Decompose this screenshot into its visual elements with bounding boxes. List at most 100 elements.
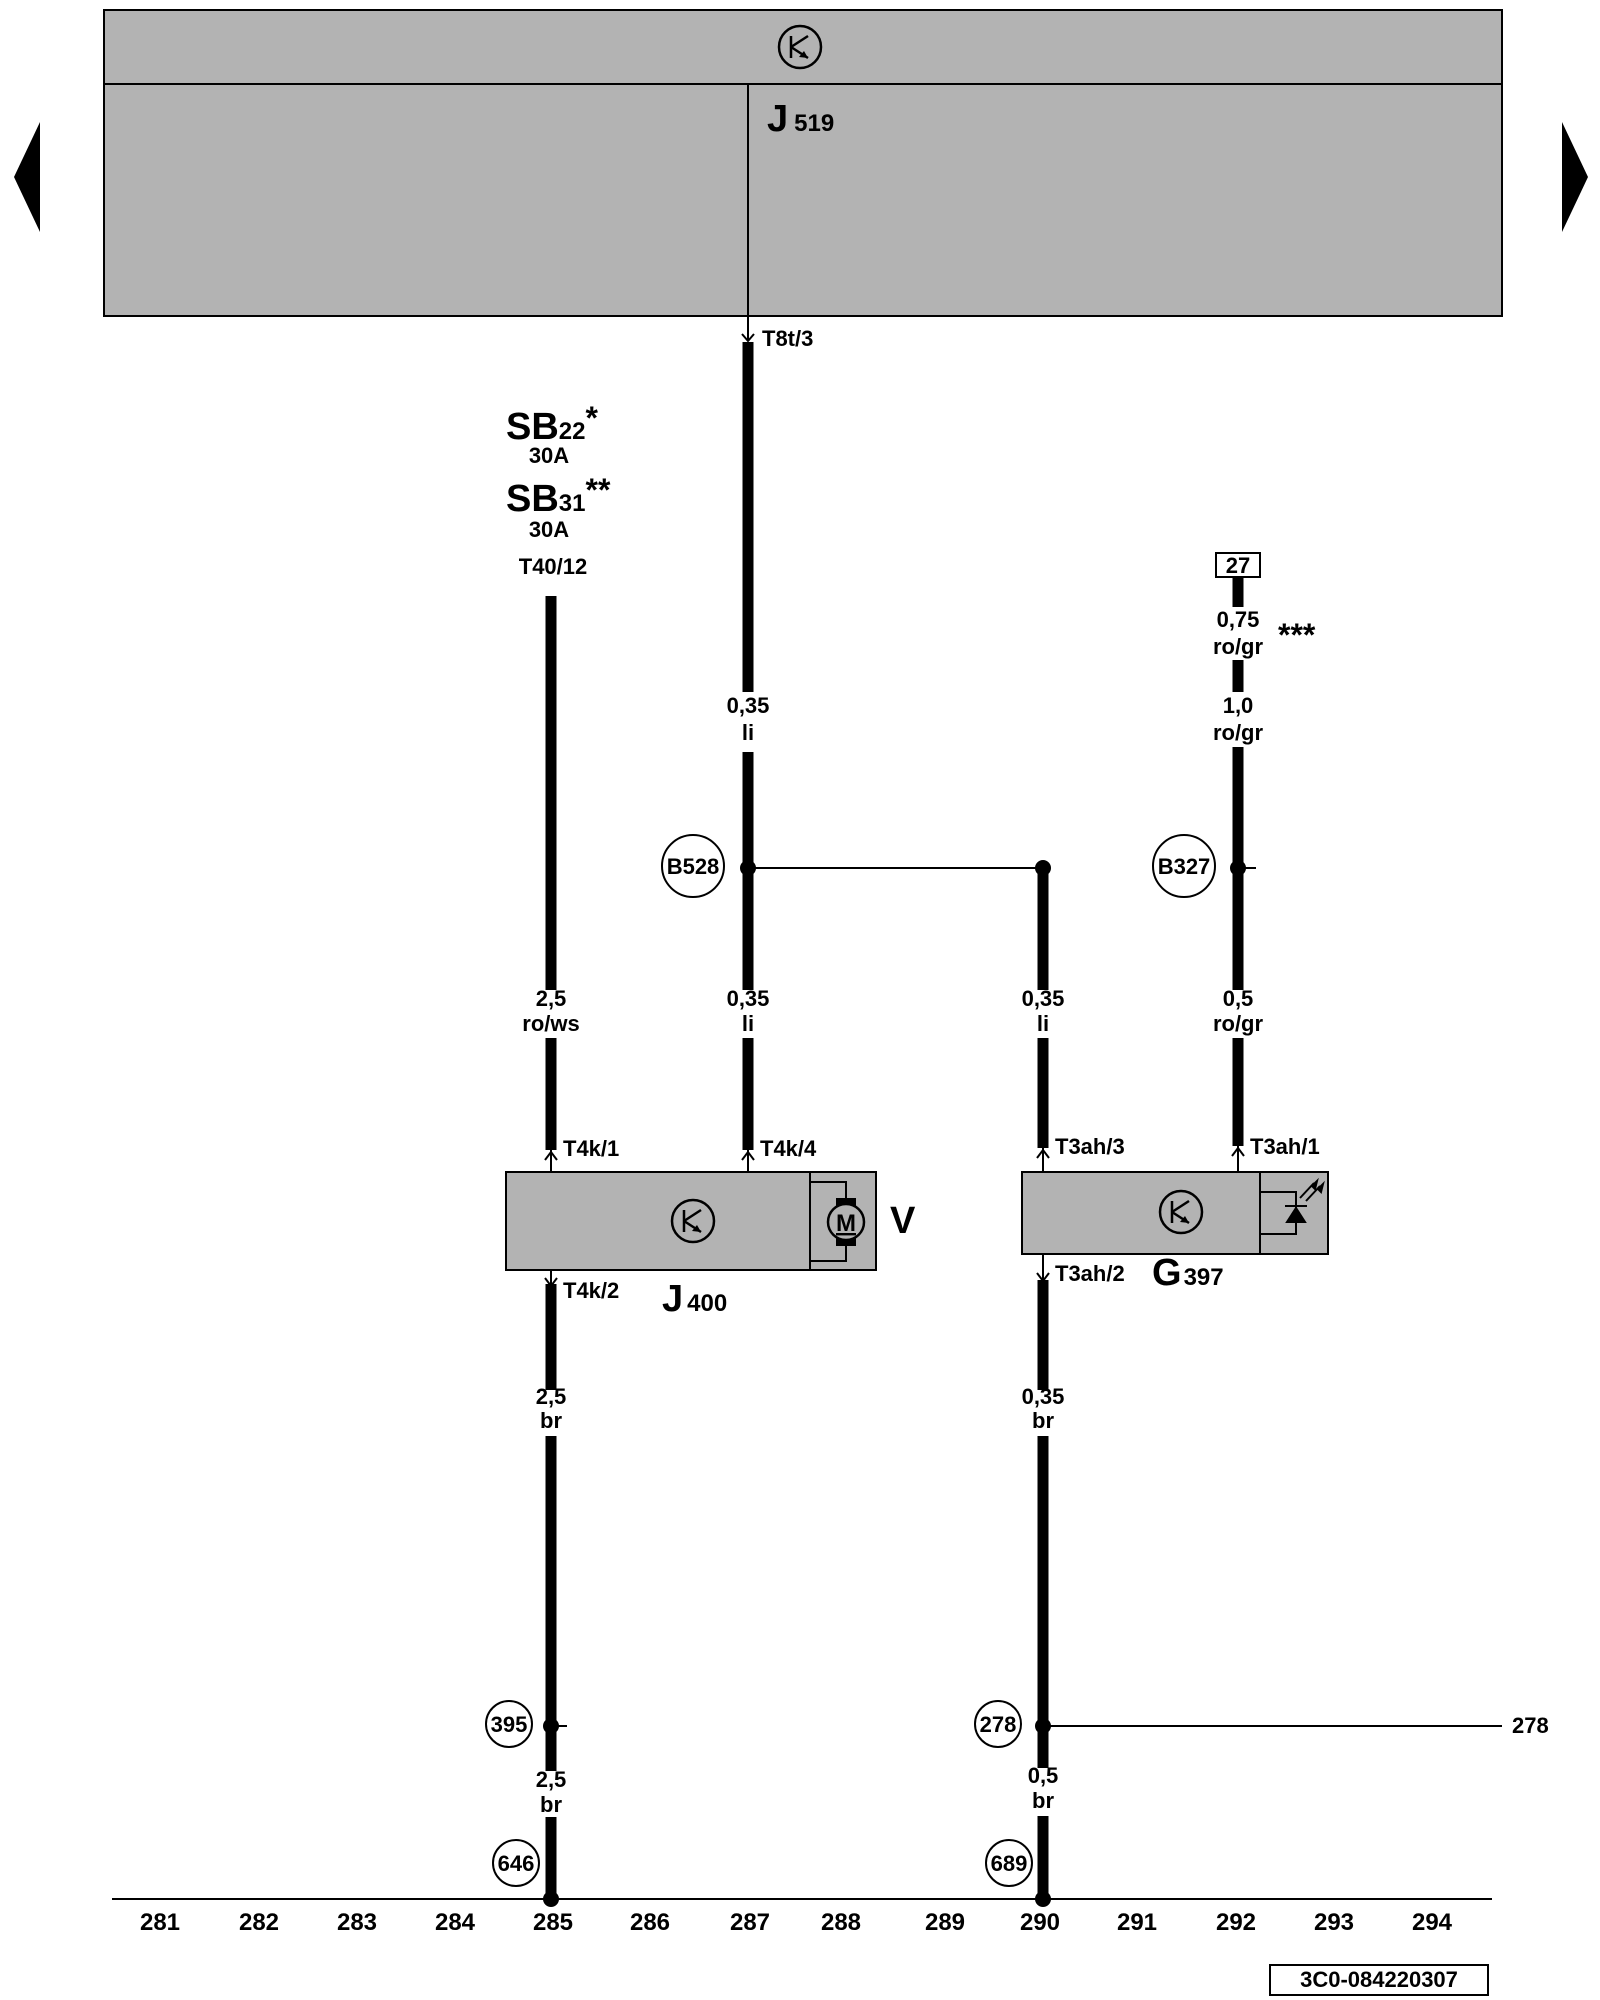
continuation-reference[interactable]: 278 [1512, 1713, 1549, 1738]
wire-label-feed-mid: 1,0 ro/gr [1210, 692, 1266, 747]
prev-page-arrow-icon[interactable] [14, 122, 40, 232]
junction-dot-689 [1035, 1891, 1051, 1907]
column-number: 287 [730, 1909, 770, 1936]
svg-text:B528: B528 [667, 854, 720, 879]
junction-689[interactable]: 689 [985, 1839, 1033, 1887]
svg-text:27: 27 [1226, 553, 1250, 578]
connector-t4k2: T4k/2 [563, 1278, 619, 1303]
fuse-sb31-label: SB31** [506, 472, 611, 520]
fuse-connector: T40/12 [519, 554, 588, 579]
control-unit-symbol-icon [777, 24, 823, 70]
svg-text:0,35: 0,35 [727, 693, 770, 718]
column-number: 289 [925, 1909, 965, 1936]
column-number: 285 [533, 1909, 573, 1936]
junction-dot-b528 [740, 860, 756, 876]
connector-arrow-icon [741, 327, 755, 343]
column-number: 288 [821, 1909, 861, 1936]
g397-label: G397 [1152, 1252, 1224, 1294]
component-j400: M [505, 1171, 877, 1271]
column-number: 283 [337, 1909, 377, 1936]
junction-dot-646 [543, 1891, 559, 1907]
fuse-sb31-rating: 30A [529, 517, 569, 542]
junction-dot-290 [1035, 860, 1051, 876]
wire-label-bus-right-low: 0,35 li [1022, 986, 1065, 1038]
column-number: 293 [1314, 1909, 1354, 1936]
photodiode-icon [1260, 1177, 1325, 1235]
wire-label-ground-right-lower: 0,5 br [1022, 1763, 1064, 1816]
connector-t3ah3: T3ah/3 [1055, 1134, 1125, 1159]
column-number: 290 [1020, 1909, 1060, 1936]
svg-text:689: 689 [991, 1851, 1028, 1876]
svg-text:ro/ws: ro/ws [522, 1011, 579, 1036]
svg-text:646: 646 [498, 1851, 535, 1876]
wire-label-ground-left-upper: 2,5 br [530, 1384, 572, 1436]
wire-label-feed-low: 0,5 ro/gr [1210, 986, 1266, 1038]
wire-label-ground-right-upper: 0,35 br [1022, 1384, 1065, 1436]
svg-text:0,35: 0,35 [727, 986, 770, 1011]
feed-reference-box[interactable]: 27 [1215, 552, 1261, 578]
svg-text:0,5: 0,5 [1028, 1763, 1059, 1788]
svg-text:B327: B327 [1158, 854, 1211, 879]
wire-label-ground-left-lower: 2,5 br [530, 1767, 572, 1817]
wire-label-bus-top: 0,35 li [727, 692, 770, 752]
connector-t8t3-label: T8t/3 [762, 326, 813, 351]
svg-text:0,5: 0,5 [1223, 986, 1254, 1011]
svg-text:br: br [1032, 1408, 1054, 1433]
component-g397 [1021, 1171, 1329, 1255]
svg-text:li: li [742, 720, 754, 745]
svg-text:0,75: 0,75 [1217, 607, 1260, 632]
svg-text:ro/gr: ro/gr [1213, 720, 1264, 745]
junction-b528[interactable]: B528 [661, 834, 725, 898]
column-number: 282 [239, 1909, 279, 1936]
svg-text:li: li [1037, 1011, 1049, 1036]
svg-text:2,5: 2,5 [536, 1767, 567, 1792]
svg-text:ro/gr: ro/gr [1213, 634, 1264, 659]
svg-text:0,35: 0,35 [1022, 986, 1065, 1011]
control-unit-symbol-icon [1158, 1189, 1204, 1235]
wire-label-bus-left-low: 0,35 li [727, 986, 770, 1038]
svg-text:278: 278 [980, 1712, 1017, 1737]
svg-text:ro/gr: ro/gr [1213, 1011, 1264, 1036]
connector-t3ah1: T3ah/1 [1250, 1134, 1320, 1159]
junction-dot-b327 [1230, 860, 1246, 876]
fuse-sb22-rating: 30A [529, 443, 569, 468]
svg-text:br: br [1032, 1788, 1054, 1813]
svg-text:br: br [540, 1408, 562, 1433]
junction-dot-395 [543, 1718, 559, 1734]
svg-text:M: M [836, 1210, 856, 1237]
motor-v-label: V [890, 1200, 916, 1242]
svg-text:1,0: 1,0 [1223, 693, 1254, 718]
svg-text:br: br [540, 1792, 562, 1817]
connector-t3ah2: T3ah/2 [1055, 1261, 1125, 1286]
svg-text:2,5: 2,5 [536, 986, 567, 1011]
junction-dot-278 [1035, 1718, 1051, 1734]
connector-t4k4: T4k/4 [760, 1136, 817, 1161]
junction-b327[interactable]: B327 [1152, 834, 1216, 898]
column-number: 284 [435, 1909, 476, 1936]
junction-646[interactable]: 646 [492, 1839, 540, 1887]
connector-t4k1: T4k/1 [563, 1136, 619, 1161]
svg-text:li: li [742, 1011, 754, 1036]
column-number: 292 [1216, 1909, 1256, 1936]
junction-278[interactable]: 278 [974, 1700, 1022, 1748]
next-page-arrow-icon[interactable] [1562, 122, 1588, 232]
svg-text:395: 395 [491, 1712, 528, 1737]
column-number: 291 [1117, 1909, 1157, 1936]
feed-footnote-mark: *** [1278, 617, 1316, 653]
column-number-row: 281 282 283 284 285 286 287 288 289 290 291 292 293 2… [140, 1909, 1453, 1936]
wire-label-feed-upper: 0,75 ro/gr [1210, 607, 1266, 660]
control-unit-j519 [103, 9, 1503, 317]
svg-text:0,35: 0,35 [1022, 1384, 1065, 1409]
diagram-id-box: 3C0-084220307 [1269, 1964, 1489, 1996]
control-unit-symbol-icon [670, 1198, 716, 1244]
column-number: 294 [1412, 1909, 1453, 1936]
wire-label-fuse-top: 2,5 ro/ws [522, 986, 580, 1038]
junction-395[interactable]: 395 [485, 1700, 533, 1748]
column-number: 281 [140, 1909, 180, 1936]
column-number: 286 [630, 1909, 670, 1936]
svg-text:2,5: 2,5 [536, 1384, 567, 1409]
motor-icon: M [810, 1181, 866, 1262]
